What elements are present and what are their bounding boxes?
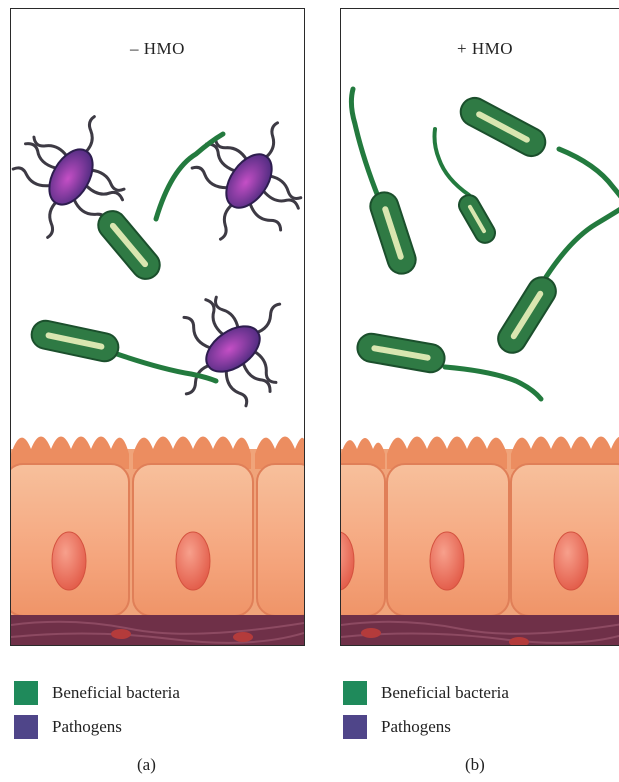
- panel-b-caption: (b): [465, 755, 485, 775]
- pathogen-bacterium: [166, 96, 304, 265]
- connective-tissue: [11, 615, 304, 645]
- epithelium-layer: [11, 437, 304, 646]
- beneficial-bacterium: [351, 89, 419, 277]
- cell-nucleus: [554, 532, 588, 590]
- cell-nucleus: [176, 532, 210, 590]
- legend-b: Beneficial bacteria Pathogens: [343, 680, 509, 748]
- panel-a-caption: (a): [137, 755, 156, 775]
- legend-label: Beneficial bacteria: [381, 683, 509, 703]
- panel-b-with-hmo: + HMO: [340, 8, 619, 646]
- legend-label: Beneficial bacteria: [52, 683, 180, 703]
- beneficial-swatch: [343, 681, 367, 705]
- beneficial-bacterium: [456, 93, 619, 205]
- legend-label: Pathogens: [381, 717, 451, 737]
- cell-nucleus: [430, 532, 464, 590]
- legend-a: Beneficial bacteria Pathogens: [14, 680, 180, 748]
- epithelial-cell: [257, 464, 304, 616]
- legend-item-pathogens: Pathogens: [14, 714, 180, 740]
- epithelium-layer: [341, 437, 619, 646]
- panel-b-illustration: [341, 9, 619, 645]
- cell-nucleus: [52, 532, 86, 590]
- beneficial-bacterium: [435, 129, 499, 247]
- beneficial-bacterium: [29, 318, 216, 381]
- pathogen-swatch: [343, 715, 367, 739]
- beneficial-bacterium: [93, 134, 223, 285]
- legend-item-pathogens: Pathogens: [343, 714, 509, 740]
- panel-a-illustration: [11, 9, 304, 645]
- legend-label: Pathogens: [52, 717, 122, 737]
- pathogen-swatch: [14, 715, 38, 739]
- beneficial-bacterium: [493, 205, 619, 358]
- panel-a-without-hmo: – HMO: [10, 8, 305, 646]
- legend-item-beneficial: Beneficial bacteria: [14, 680, 180, 706]
- pathogen-bacterium: [148, 266, 304, 431]
- connective-tissue: [341, 615, 619, 645]
- legend-item-beneficial: Beneficial bacteria: [343, 680, 509, 706]
- beneficial-swatch: [14, 681, 38, 705]
